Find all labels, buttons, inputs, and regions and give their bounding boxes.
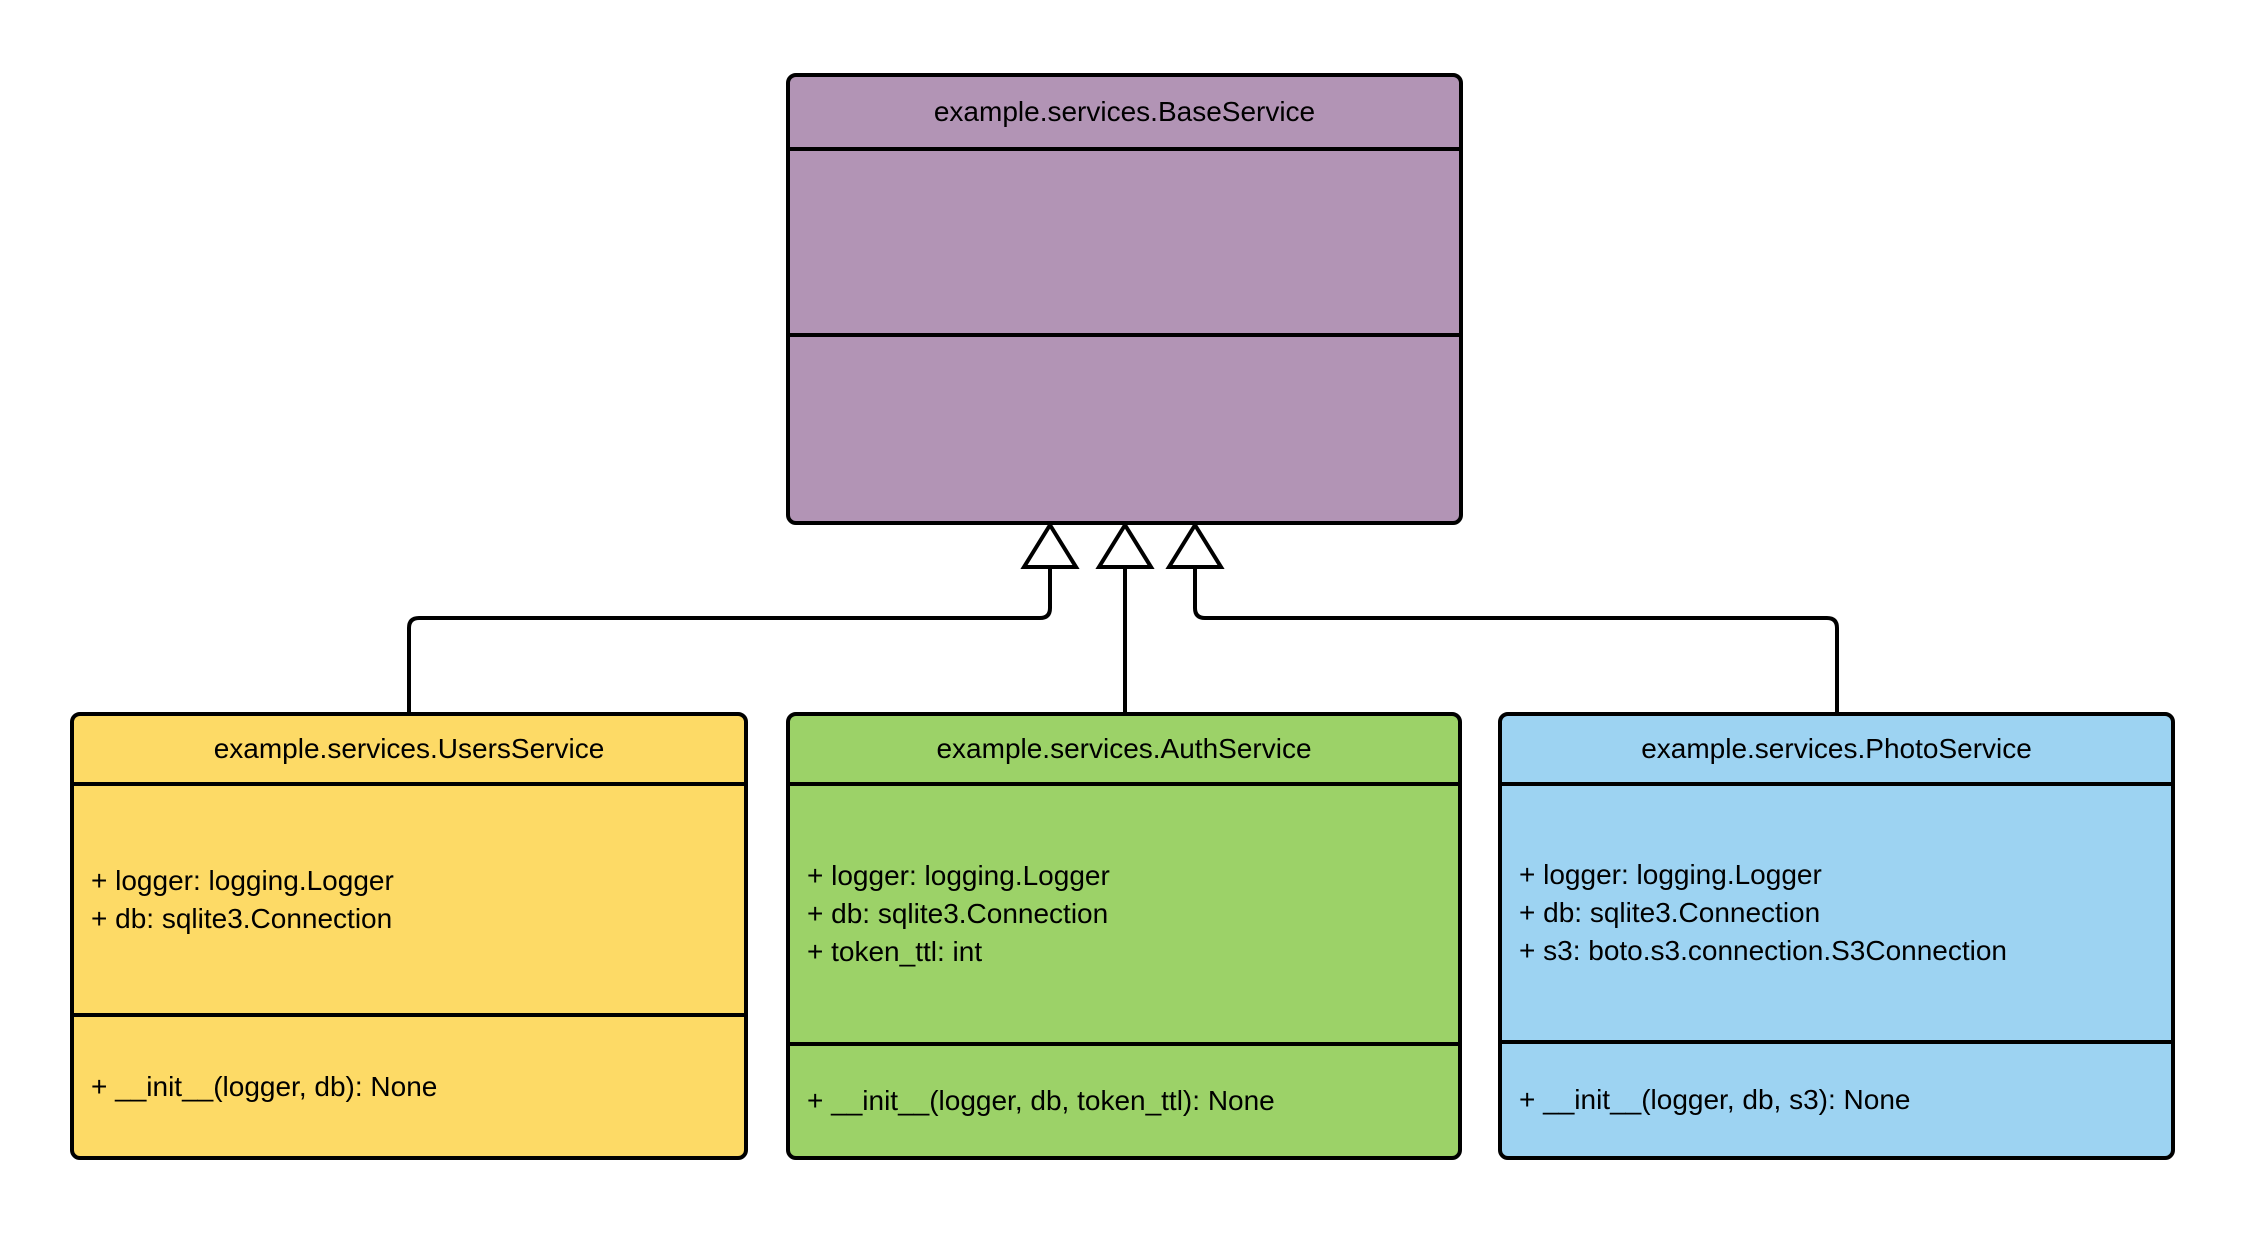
attribute: + db: sqlite3.Connection: [807, 898, 1109, 929]
class-attributes-photoservice: + logger: logging.Logger + db: sqlite3.C…: [1502, 782, 2171, 1040]
class-box-baseservice: example.services.BaseService: [786, 73, 1463, 525]
attribute: + db: sqlite3.Connection: [91, 902, 393, 934]
class-methods-usersservice: + __init__(logger, db): None: [74, 1013, 744, 1156]
inheritance-edge-photoservice: [1193, 567, 1839, 712]
class-box-usersservice: example.services.UsersService + logger: …: [70, 712, 748, 1160]
class-title-baseservice: example.services.BaseService: [933, 96, 1316, 127]
inheritance-arrowhead-icon: [1165, 521, 1225, 569]
class-attributes-authservice: + logger: logging.Logger + db: sqlite3.C…: [790, 782, 1458, 1042]
class-title-usersservice: example.services.UsersService: [213, 733, 605, 764]
attribute: + s3: boto.s3.connection.S3Connection: [1519, 935, 2008, 966]
attribute: + db: sqlite3.Connection: [1519, 897, 1821, 928]
attribute: + logger: logging.Logger: [1519, 859, 1822, 890]
class-attributes-usersservice: + logger: logging.Logger + db: sqlite3.C…: [74, 782, 744, 1013]
class-box-authservice: example.services.AuthService + logger: l…: [786, 712, 1462, 1160]
class-box-photoservice: example.services.PhotoService + logger: …: [1498, 712, 2175, 1160]
inheritance-arrowhead-icon: [1095, 521, 1155, 569]
class-methods-baseservice: [790, 333, 1459, 521]
method: + __init__(logger, db, token_ttl): None: [807, 1085, 1275, 1116]
inheritance-edge-usersservice: [407, 567, 1052, 712]
attribute: + token_ttl: int: [807, 936, 983, 967]
class-attributes-baseservice: [790, 147, 1459, 333]
method: + __init__(logger, db): None: [91, 1070, 438, 1102]
class-methods-photoservice: + __init__(logger, db, s3): None: [1502, 1040, 2171, 1156]
class-title-authservice: example.services.AuthService: [936, 733, 1312, 764]
class-title-photoservice: example.services.PhotoService: [1641, 733, 2032, 764]
class-methods-authservice: + __init__(logger, db, token_ttl): None: [790, 1042, 1458, 1156]
method: + __init__(logger, db, s3): None: [1519, 1084, 1911, 1115]
inheritance-arrowhead-icon: [1020, 521, 1080, 569]
attribute: + logger: logging.Logger: [807, 860, 1110, 891]
attribute: + logger: logging.Logger: [91, 864, 394, 896]
